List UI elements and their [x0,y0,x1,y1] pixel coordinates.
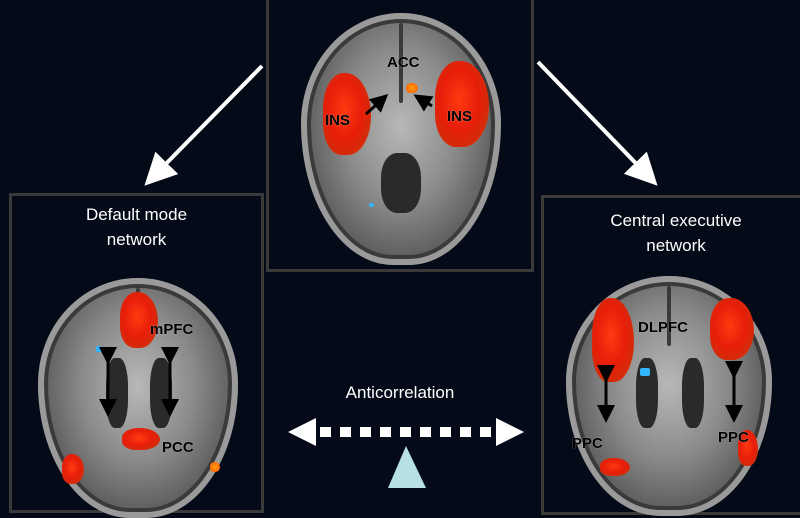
default-mode-title-line2: network [106,230,167,249]
label-ppc-left: PPC [572,435,603,452]
activation-lateral-right [210,462,220,472]
central-executive-title: Central executive network [544,208,800,258]
seesaw-right-arrowhead [496,418,524,446]
central-executive-title-line1: Central executive [610,211,742,230]
arrow-to-central-executive [536,60,658,186]
label-pcc: PCC [162,439,194,456]
brain-axial-slice-top [301,13,501,265]
activation-deactivation-spot [640,368,650,376]
arrow-to-default-mode [144,64,264,186]
central-executive-network-panel: Central executive network DLPFC PPC PPC [541,195,800,516]
default-mode-title-line1: Default mode [85,205,188,224]
ventricle-right [682,358,704,428]
pointer-arrow-left-ins [364,93,389,116]
diagram-arrows-layer [99,60,743,488]
activation-acc [406,83,418,93]
midline [399,23,403,103]
label-acc: ACC [387,54,420,71]
activation-pcc [122,428,160,450]
label-ins-left: INS [325,112,351,129]
default-mode-title: Default mode network [12,202,261,252]
salience-network-panel: ACC INS INS [266,0,534,272]
label-ppc-right: PPC [718,429,749,446]
activation-dlpfc-right [710,298,754,360]
brain-axial-slice-left [38,278,238,518]
activation-ins-left [323,73,371,155]
midline [667,286,671,346]
activation-ppc-left [600,458,630,476]
default-mode-network-panel: Default mode network mPFC PCC [9,193,264,518]
activation-lateral-left [62,454,84,484]
ventricle [381,153,421,213]
central-executive-title-line2: network [646,236,706,255]
seesaw-fulcrum [388,446,426,488]
anticorrelation-label: Anticorrelation [345,383,455,402]
activation-ins-right [435,61,489,147]
activation-ppc-right [738,430,758,466]
label-ins-right: INS [447,108,473,125]
seesaw-left-arrowhead [288,418,316,446]
label-dlpfc: DLPFC [638,319,688,336]
activation-mpfc [120,292,158,348]
activation-deactivation-spot [369,203,374,207]
pointer-arrow-right-ins [413,94,434,112]
label-mpfc: mPFC [150,321,194,338]
